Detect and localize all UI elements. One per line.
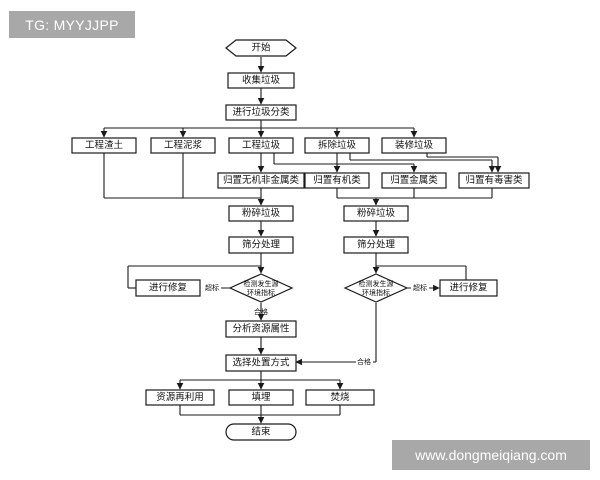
crush-left-box: 粉碎垃圾 bbox=[228, 205, 294, 222]
residue-box: 工程渣土 bbox=[71, 137, 137, 154]
exceed-left-label: 超标 bbox=[205, 283, 219, 292]
eng-waste-label: 工程垃圾 bbox=[242, 139, 281, 151]
reuse-box: 资源再利用 bbox=[145, 389, 215, 406]
inorganic-label: 归置无机非金属类 bbox=[223, 174, 300, 186]
crush-left-label: 粉碎垃圾 bbox=[242, 207, 281, 219]
screen-right-label: 筛分处理 bbox=[357, 239, 396, 251]
inorganic-box: 归置无机非金属类 bbox=[217, 172, 305, 189]
watermark-top-left: TG: MYYJJPP bbox=[9, 11, 135, 38]
start-node: 开始 bbox=[225, 39, 297, 57]
watermark-bottom-right: www.dongmeiqiang.com bbox=[392, 440, 590, 470]
pass-right-label: 合格 bbox=[357, 357, 371, 366]
mud-label: 工程泥浆 bbox=[164, 139, 203, 151]
detect-left-line1: 检测发生源 bbox=[244, 279, 279, 288]
choose-box: 选择处置方式 bbox=[225, 354, 297, 372]
reuse-label: 资源再利用 bbox=[156, 391, 204, 403]
mud-box: 工程泥浆 bbox=[150, 137, 216, 154]
crush-right-label: 粉碎垃圾 bbox=[357, 207, 396, 219]
collect-label: 收集垃圾 bbox=[242, 74, 281, 86]
start-label: 开始 bbox=[251, 42, 271, 54]
screen-left-label: 筛分处理 bbox=[242, 239, 281, 251]
repair-left-box: 进行修复 bbox=[135, 279, 201, 297]
toxic-label: 归置有毒害类 bbox=[465, 174, 523, 186]
detect-right-diamond: 检测发生源 环境指标 bbox=[343, 273, 409, 303]
decoration-box: 装修垃圾 bbox=[381, 137, 447, 154]
repair-right-box: 进行修复 bbox=[439, 279, 498, 297]
landfill-label: 填埋 bbox=[251, 391, 271, 403]
choose-label: 选择处置方式 bbox=[232, 357, 290, 369]
repair-right-label: 进行修复 bbox=[449, 282, 488, 294]
end-label: 结束 bbox=[251, 426, 271, 438]
screen-left-box: 筛分处理 bbox=[228, 236, 294, 254]
crush-right-box: 粉碎垃圾 bbox=[343, 205, 409, 222]
residue-label: 工程渣土 bbox=[85, 139, 124, 151]
incinerate-label: 焚烧 bbox=[330, 391, 350, 403]
classify-label: 进行垃圾分类 bbox=[232, 106, 290, 118]
detect-left-line2: 环境指标 bbox=[247, 288, 275, 297]
demolition-label: 拆除垃圾 bbox=[318, 139, 357, 151]
collect-box: 收集垃圾 bbox=[227, 72, 295, 89]
organic-label: 归置有机类 bbox=[313, 174, 361, 186]
decoration-label: 装修垃圾 bbox=[395, 139, 434, 151]
end-node: 结束 bbox=[225, 423, 297, 441]
incinerate-box: 焚烧 bbox=[305, 389, 375, 406]
eng-waste-box: 工程垃圾 bbox=[228, 137, 294, 154]
detect-right-line1: 检测发生源 bbox=[359, 279, 394, 288]
pass-left-label: 合格 bbox=[254, 307, 268, 316]
toxic-box: 归置有毒害类 bbox=[458, 172, 530, 189]
detect-left-diamond: 检测发生源 环境指标 bbox=[228, 273, 294, 303]
detect-right-line2: 环境指标 bbox=[362, 288, 390, 297]
connectors bbox=[100, 57, 502, 424]
classify-box: 进行垃圾分类 bbox=[225, 104, 297, 121]
demolition-box: 拆除垃圾 bbox=[304, 137, 370, 154]
landfill-box: 填埋 bbox=[228, 389, 294, 406]
metal-label: 归置金属类 bbox=[390, 174, 438, 186]
analyze-label: 分析资源属性 bbox=[232, 323, 290, 335]
analyze-box: 分析资源属性 bbox=[225, 320, 297, 338]
exceed-right-label: 超标 bbox=[413, 283, 427, 292]
organic-box: 归置有机类 bbox=[304, 172, 370, 189]
metal-box: 归置金属类 bbox=[381, 172, 447, 189]
repair-left-label: 进行修复 bbox=[149, 282, 188, 294]
screen-right-box: 筛分处理 bbox=[343, 236, 409, 254]
